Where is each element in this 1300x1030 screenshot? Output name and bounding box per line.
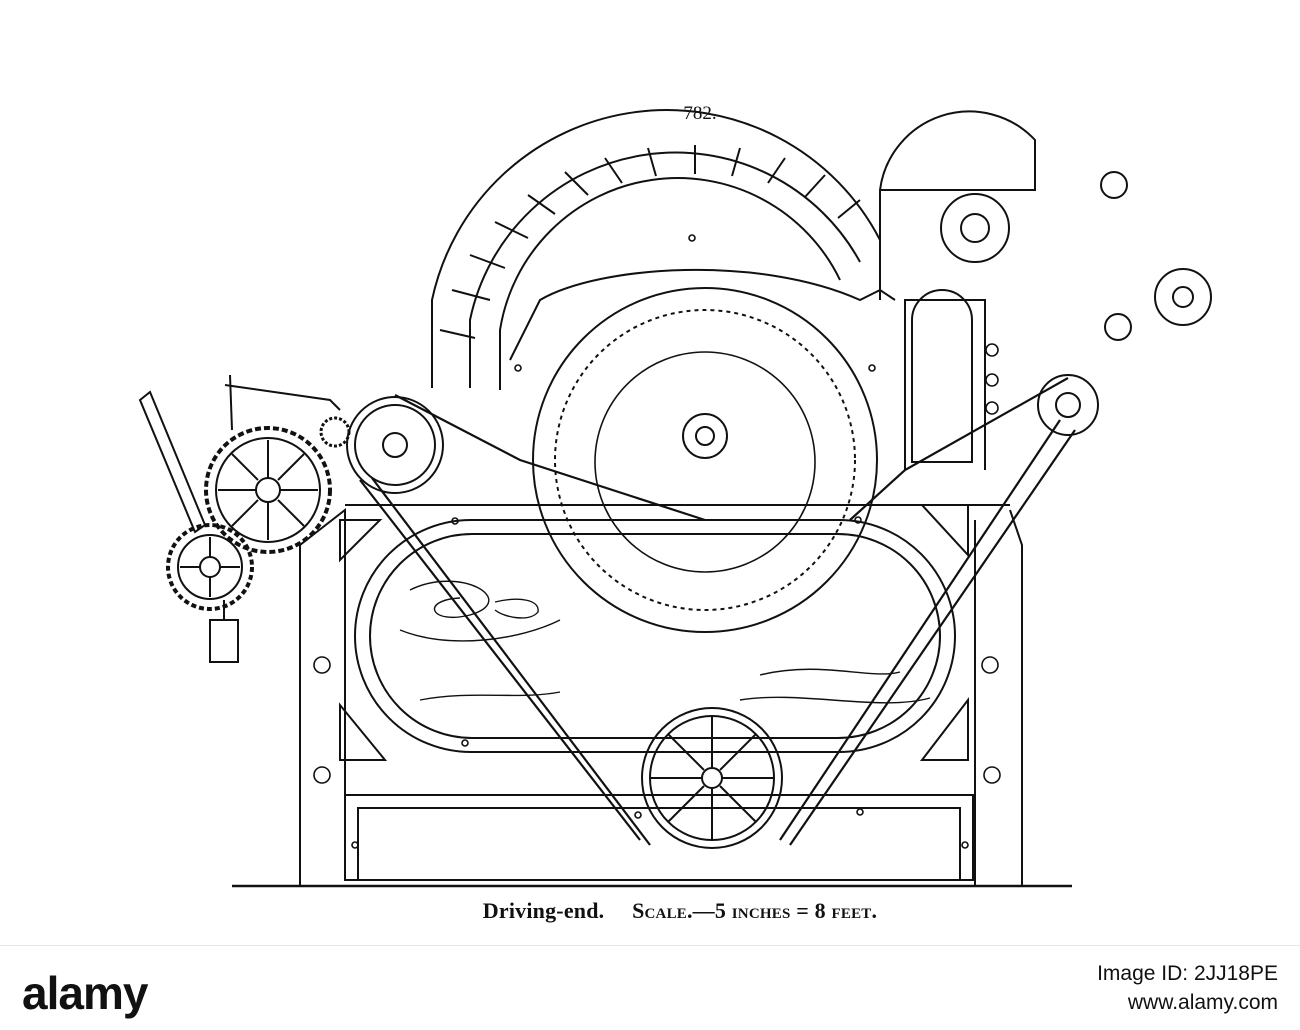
oval-panel: [354, 519, 956, 753]
bolts: [313, 234, 1001, 849]
caption-scale: Scale.—5 inches = 8 feet.: [632, 898, 878, 923]
image-id: Image ID: 2JJ18PE: [1097, 962, 1278, 985]
gear-small: [166, 523, 254, 611]
lever-arm: [138, 390, 207, 534]
pulley-top-right: [940, 193, 1010, 263]
alamy-logo: alamy: [22, 967, 148, 1019]
pulley-mid-right: [1037, 374, 1099, 436]
driving-belt: [359, 377, 1076, 846]
site-url: www.alamy.com: [1127, 991, 1278, 1014]
gear-tiny: [319, 416, 351, 448]
pulley-small-top: [1100, 171, 1128, 199]
side-door: [911, 289, 973, 463]
watermark-bar: alamy Image ID: 2JJ18PE www.alamy.com: [0, 945, 1300, 1030]
frame: [299, 504, 1023, 887]
cylinder-hub: [682, 413, 728, 459]
main-cylinder: [532, 287, 878, 633]
weight: [209, 619, 239, 663]
figure-number: 782.: [683, 103, 717, 124]
caption-main: Driving-end.: [482, 898, 605, 923]
top-casing: [431, 109, 1036, 390]
machine-engraving: [138, 109, 1212, 888]
gear-large: [204, 426, 332, 554]
wood-grain: [399, 580, 931, 704]
roller-far-right: [1154, 268, 1212, 326]
pulley-left: [346, 396, 444, 494]
figure-caption: Driving-end. Scale.—5 inches = 8 feet.: [300, 898, 1060, 924]
driving-wheel: [641, 707, 783, 849]
